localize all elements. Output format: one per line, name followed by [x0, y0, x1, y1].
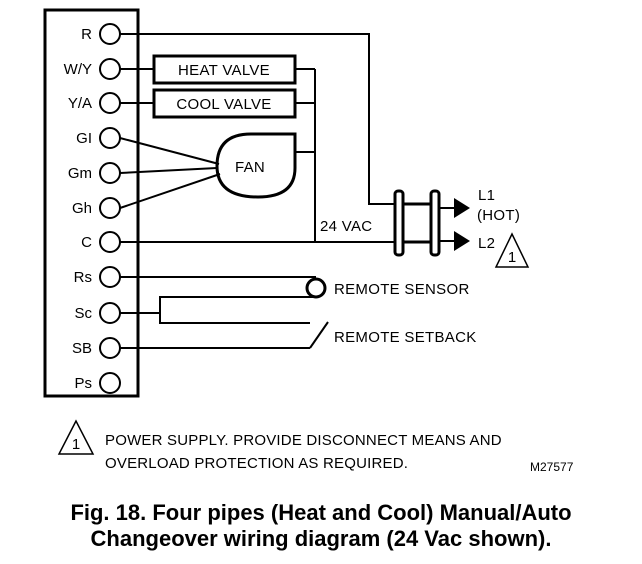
figure-caption: Fig. 18. Four pipes (Heat and Cool) Manu…	[0, 500, 642, 552]
terminal-label-ps: Ps	[74, 375, 92, 392]
terminal-label-r: R	[81, 26, 92, 43]
terminal-screw-r	[99, 23, 121, 45]
terminal-label-gl: GI	[76, 130, 92, 147]
terminal-label-sc: Sc	[74, 305, 92, 322]
hot-label: (HOT)	[477, 207, 520, 224]
terminal-screw-gm	[99, 162, 121, 184]
wire-gl-fan	[119, 137, 220, 165]
voltage-label: 24 VAC	[320, 218, 372, 235]
wire-sc-sensor	[120, 296, 316, 314]
terminal-screw-gh	[99, 197, 121, 219]
setback-switch-blade	[309, 321, 329, 349]
transformer-left-bar	[393, 189, 405, 257]
terminal-label-gm: Gm	[68, 165, 92, 182]
terminal-screw-ya	[99, 92, 121, 114]
note-number: 1	[72, 436, 80, 453]
l2-arrow	[454, 231, 470, 251]
terminal-screw-c	[99, 231, 121, 253]
wiring-diagram: R W/Y Y/A GI Gm Gh C Rs Sc SB Ps HEAT VA…	[43, 8, 574, 474]
terminal-screw-rs	[99, 266, 121, 288]
terminal-strip	[43, 8, 140, 398]
terminal-screw-gl	[99, 127, 121, 149]
l2-label: L2	[478, 235, 495, 252]
l1-arrow	[454, 198, 470, 218]
terminal-screw-sb	[99, 337, 121, 359]
terminal-screw-ps	[99, 372, 121, 394]
note-triangle	[57, 419, 95, 455]
note-line-1: POWER SUPPLY. PROVIDE DISCONNECT MEANS A…	[105, 432, 502, 449]
wire-gm-fan	[119, 167, 218, 174]
caption-line-2: Changeover wiring diagram (24 Vac shown)…	[90, 526, 552, 551]
fan-symbol	[215, 132, 297, 199]
note-marker-triangle	[494, 232, 530, 268]
terminal-screw-sc	[99, 302, 121, 324]
terminal-label-rs: Rs	[74, 269, 92, 286]
wire-gh-fan	[119, 173, 221, 209]
note-line-2: OVERLOAD PROTECTION AS REQUIRED.	[105, 455, 408, 472]
terminal-label-gh: Gh	[72, 200, 92, 217]
remote-setback-label: REMOTE SETBACK	[334, 329, 477, 346]
remote-sensor-symbol	[305, 277, 327, 299]
heat-valve-label: HEAT VALVE	[178, 62, 270, 79]
wire-sc-setback	[159, 313, 310, 324]
terminal-label-ya: Y/A	[68, 95, 92, 112]
cool-valve-label: COOL VALVE	[176, 96, 271, 113]
caption-line-1: Fig. 18. Four pipes (Heat and Cool) Manu…	[70, 500, 572, 525]
wire-r-l1	[120, 33, 395, 205]
remote-sensor-label: REMOTE SENSOR	[334, 281, 470, 298]
fan-label: FAN	[235, 159, 265, 176]
figure-code: M27577	[530, 460, 574, 474]
terminal-label-sb: SB	[72, 340, 92, 357]
l1-label: L1	[478, 187, 495, 204]
note-marker-number: 1	[508, 249, 516, 266]
terminal-label-wy: W/Y	[64, 61, 92, 78]
transformer-right-bar	[429, 189, 441, 257]
terminal-screw-wy	[99, 58, 121, 80]
terminal-label-c: C	[81, 234, 92, 251]
